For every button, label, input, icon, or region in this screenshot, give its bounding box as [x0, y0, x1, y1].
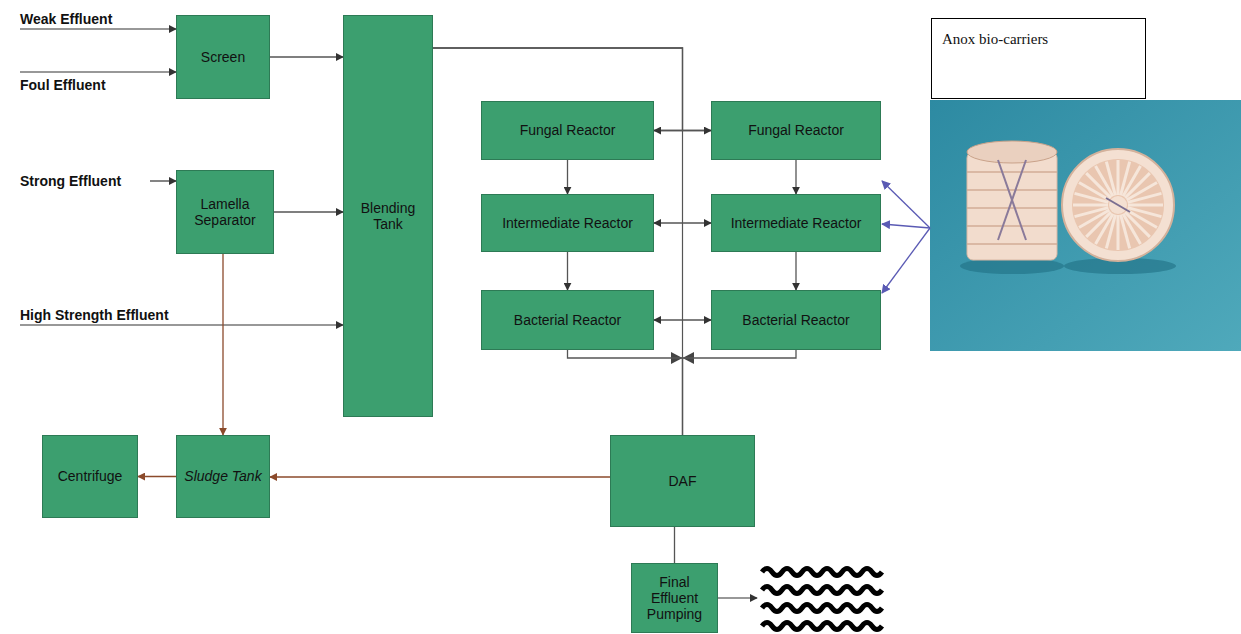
box-text: Final Effluent Pumping: [636, 574, 713, 622]
flow-connector: [654, 319, 711, 320]
box-text: Centrifuge: [58, 468, 123, 484]
box-text: Screen: [201, 49, 245, 65]
caption-box: Anox bio-carriers: [931, 18, 1146, 99]
process-box: Sludge Tank: [176, 435, 270, 518]
inlet-label: Strong Effluent: [20, 173, 121, 189]
flow-connector: [683, 350, 797, 435]
inlet-label: Foul Effluent: [20, 77, 106, 93]
flow-connector: [674, 527, 675, 563]
inlet-arrow: [20, 324, 343, 325]
process-box: Centrifuge: [42, 435, 138, 518]
flow-connector: [567, 160, 568, 194]
box-text: Intermediate Reactor: [731, 215, 862, 231]
water-symbol: [762, 569, 882, 630]
flow-connector: [138, 476, 176, 477]
box-text: Intermediate Reactor: [502, 215, 633, 231]
box-text: Bacterial Reactor: [742, 312, 849, 328]
flow-connector: [795, 252, 796, 290]
discharge-arrow: [714, 597, 757, 598]
process-box: Bacterial Reactor: [481, 290, 654, 350]
process-box: Lamella Separator: [176, 170, 274, 254]
pointer-arrow: [882, 224, 930, 228]
box-text: Fungal Reactor: [748, 122, 844, 138]
inlet-label: High Strength Effluent: [20, 307, 169, 323]
flow-connector: [270, 476, 610, 477]
inlet-label: Weak Effluent: [20, 11, 112, 27]
process-box: Intermediate Reactor: [481, 194, 654, 252]
box-text: Lamella Separator: [181, 196, 269, 228]
process-box: Blending Tank: [343, 15, 433, 417]
inlet-arrow: [20, 28, 176, 29]
pointer-arrow: [882, 228, 930, 293]
pointer-arrow: [882, 181, 930, 228]
process-box: DAF: [610, 435, 755, 527]
inlet-arrow: [150, 180, 176, 181]
box-text: Sludge Tank: [184, 468, 261, 484]
bio-carrier-photo: [930, 100, 1241, 351]
process-box: Bacterial Reactor: [711, 290, 881, 350]
box-text: DAF: [669, 473, 697, 489]
flow-connector: [567, 252, 568, 290]
flow-connector: [274, 211, 343, 212]
box-text: Bacterial Reactor: [514, 312, 621, 328]
process-box: Intermediate Reactor: [711, 194, 881, 252]
process-box: Fungal Reactor: [481, 101, 654, 160]
flow-connector: [568, 350, 683, 435]
flow-connector: [654, 130, 711, 131]
inlet-arrow: [20, 71, 176, 72]
flow-connector: [222, 254, 223, 435]
flow-connector: [795, 160, 796, 194]
box-text: Fungal Reactor: [520, 122, 616, 138]
process-box: Screen: [176, 15, 270, 99]
flow-connector: [270, 56, 343, 57]
box-text: Blending Tank: [348, 200, 428, 232]
box-text: Anox bio-carriers: [942, 31, 1048, 48]
process-box: Final Effluent Pumping: [631, 563, 718, 633]
trunk-line: [682, 130, 683, 358]
process-box: Fungal Reactor: [711, 101, 881, 160]
flow-connector: [654, 222, 711, 223]
